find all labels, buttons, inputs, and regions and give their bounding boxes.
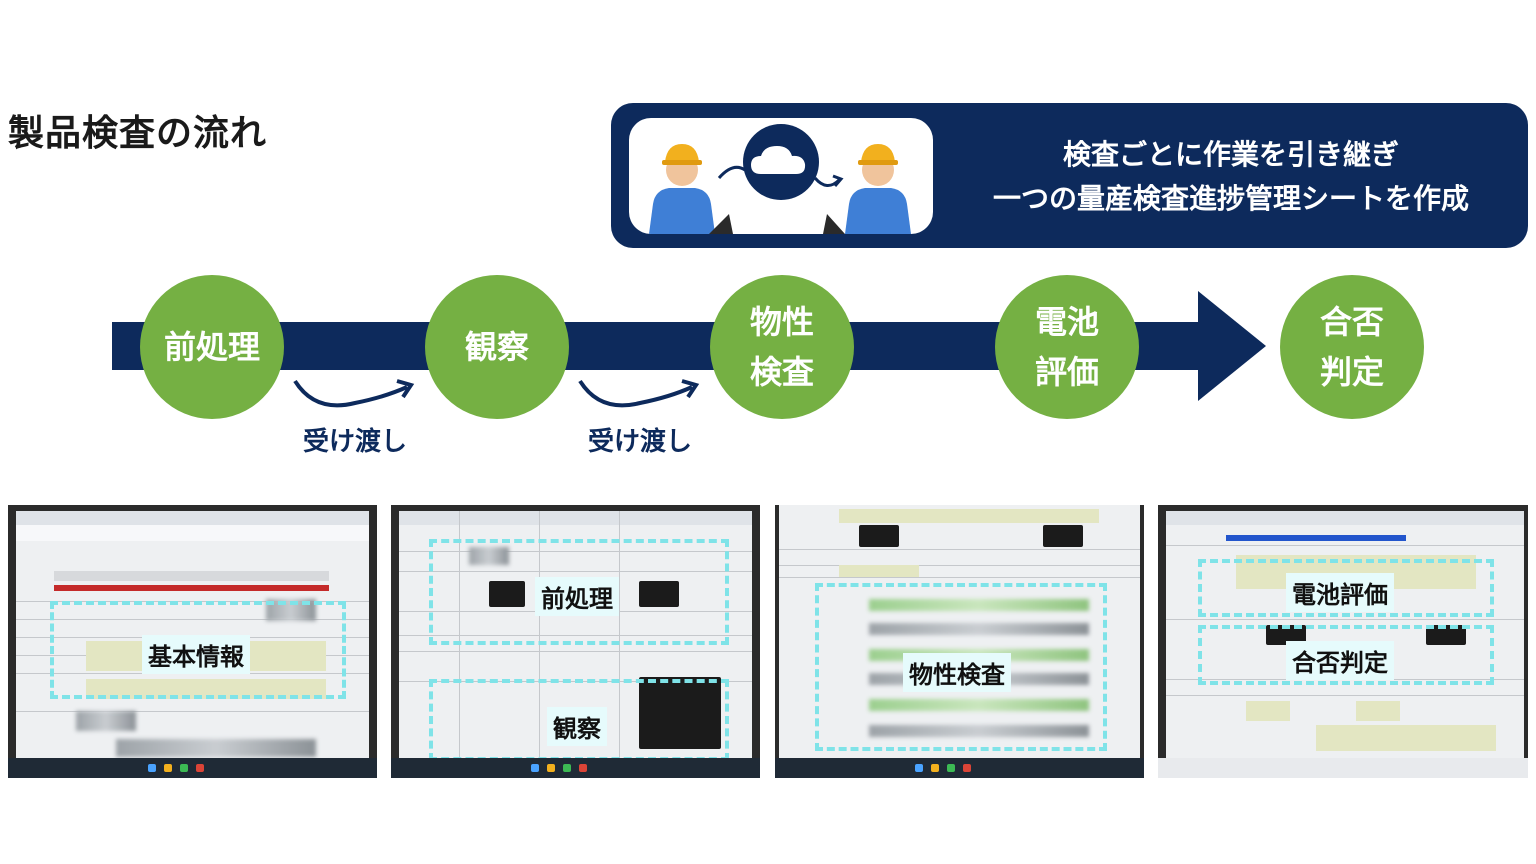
step-battery-eval: 電池 評価 — [995, 275, 1139, 419]
info-banner: 検査ごとに作業を引き継ぎ 一つの量産検査進捗管理シートを作成 — [611, 103, 1528, 248]
step-preprocess: 前処理 — [140, 275, 284, 419]
screenshot-basic-info: 基本情報 — [8, 505, 377, 778]
highlight-label: 前処理 — [535, 577, 619, 616]
handoff-label: 受け渡し — [302, 427, 407, 457]
banner-text: 検査ごとに作業を引き継ぎ 一つの量産検査進捗管理シートを作成 — [951, 133, 1511, 221]
step-label: 前処理 — [163, 328, 260, 366]
curved-arrow-icon — [578, 379, 700, 408]
flow-arrow-head — [1198, 291, 1266, 401]
handoff-2: 受け渡し — [570, 373, 720, 463]
step-label: 物性 検査 — [749, 303, 814, 391]
highlight-label: 基本情報 — [142, 635, 250, 674]
step-label: 電池 評価 — [1034, 303, 1099, 391]
screenshot-battery-passfail: 電池評価 合否判定 — [1158, 505, 1528, 778]
worker-icon — [823, 144, 911, 234]
highlight-label: 物性検査 — [903, 653, 1011, 692]
taskbar — [391, 758, 760, 778]
banner-line: 検査ごとに作業を引き継ぎ — [1062, 138, 1399, 171]
highlight-label: 観察 — [547, 707, 607, 746]
taskbar — [775, 758, 1144, 778]
worker-icon — [649, 144, 733, 234]
handoff-1: 受け渡し — [285, 373, 435, 463]
screenshot-preprocess-observation: 前処理 観察 — [391, 505, 760, 778]
handoff-label: 受け渡し — [587, 427, 692, 457]
curved-arrow-icon — [293, 379, 415, 408]
highlight-label: 電池評価 — [1286, 573, 1394, 612]
screenshot-physical-test: 物性検査 — [775, 505, 1144, 778]
step-label: 合否 判定 — [1319, 303, 1384, 391]
step-physical-test: 物性 検査 — [710, 275, 854, 419]
step-observation: 観察 — [425, 275, 569, 419]
taskbar — [1158, 758, 1528, 778]
cloud-icon — [743, 124, 819, 200]
handoff-illustration — [629, 118, 933, 234]
step-pass-fail: 合否 判定 — [1280, 275, 1424, 419]
step-label: 観察 — [464, 328, 529, 366]
banner-line: 一つの量産検査進捗管理シートを作成 — [992, 182, 1469, 215]
taskbar — [8, 758, 377, 778]
highlight-label: 合否判定 — [1286, 641, 1394, 680]
page-title: 製品検査の流れ — [8, 113, 268, 154]
